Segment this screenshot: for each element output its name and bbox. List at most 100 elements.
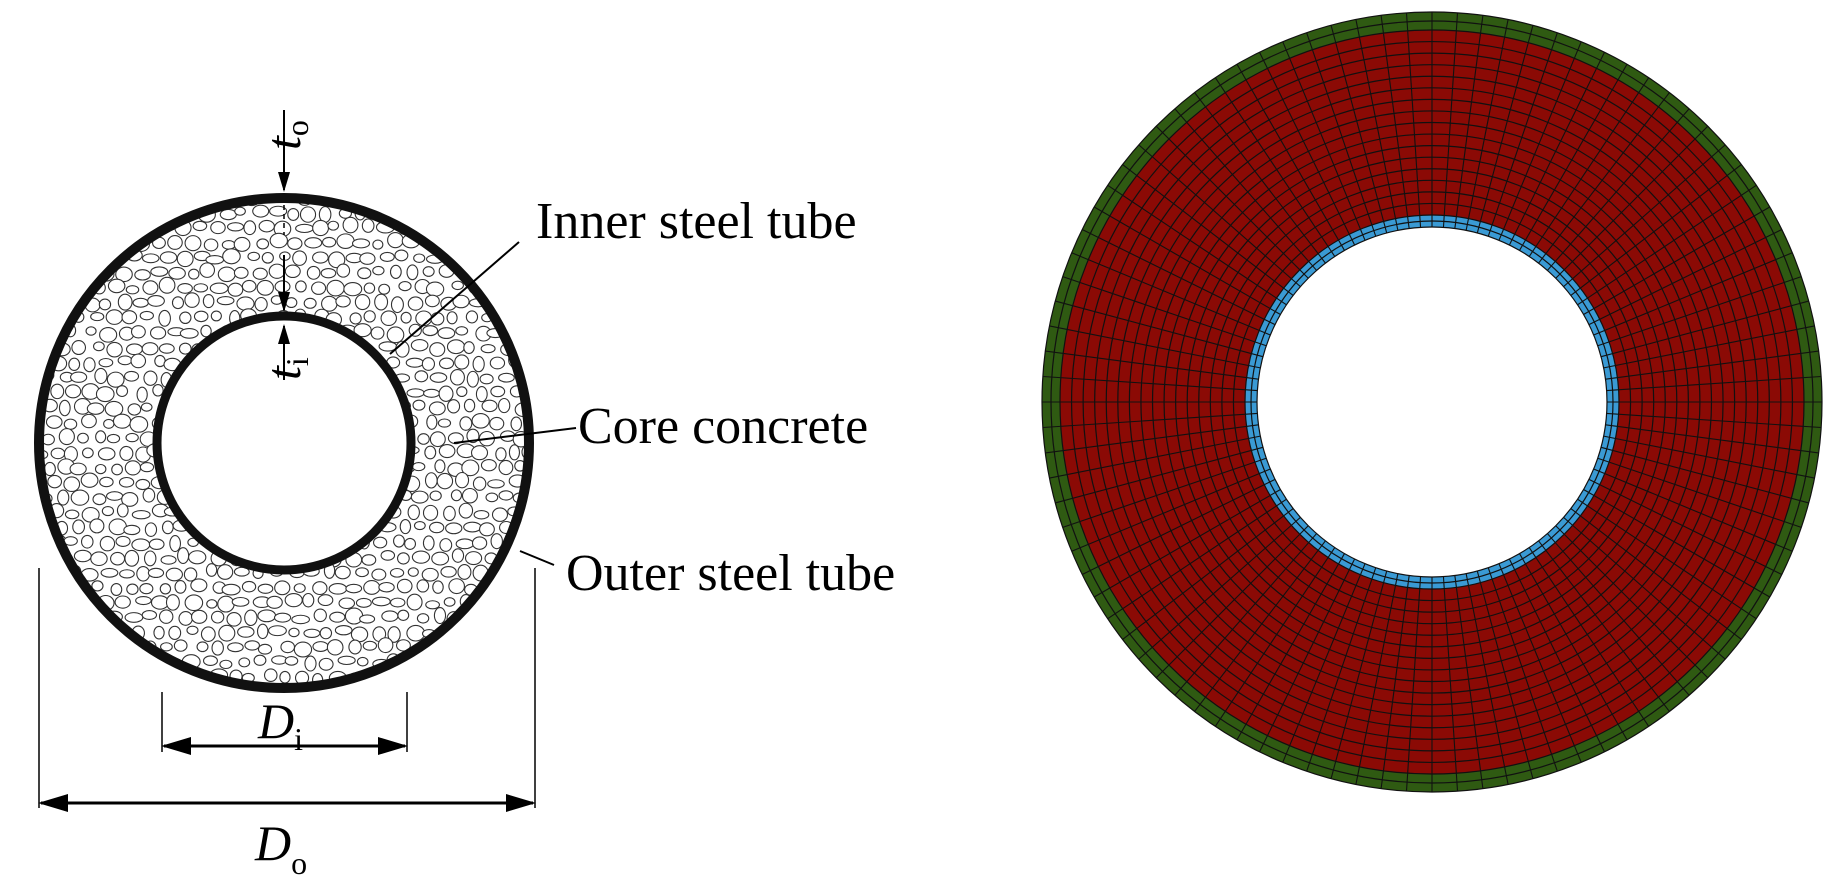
aggregate-particle	[101, 505, 115, 517]
aggregate-particle	[142, 487, 156, 503]
aggregate-particle	[463, 398, 476, 413]
aggregate-particle	[106, 433, 121, 444]
aggregate-particle	[158, 343, 175, 354]
aggregate-particle	[413, 253, 426, 263]
aggregate-particle	[241, 580, 257, 593]
aggregate-particle	[63, 418, 78, 430]
aggregate-particle	[196, 641, 209, 653]
aggregate-particle	[472, 476, 487, 491]
aggregate-particle	[158, 609, 174, 624]
aggregate-particle	[397, 609, 410, 621]
aggregate-particle	[355, 567, 369, 578]
radial-mesh-edge	[1062, 457, 1267, 528]
aggregate-particle	[147, 295, 165, 307]
aggregate-particle	[302, 592, 315, 608]
aggregate-particle	[106, 371, 125, 388]
aggregate-particle	[159, 583, 172, 595]
aggregate-particle	[257, 583, 274, 594]
aggregate-particle	[105, 309, 124, 325]
aggregate-particle	[328, 251, 346, 269]
radial-mesh-edge	[1055, 300, 1264, 358]
aggregate-particle	[471, 412, 490, 429]
radial-mesh-edge	[1454, 575, 1484, 789]
aggregate-particle	[410, 490, 429, 504]
aggregate-particle	[266, 595, 283, 609]
aggregate-particle	[508, 444, 521, 461]
aggregate-particle	[83, 357, 96, 373]
aggregate-particle	[167, 235, 183, 250]
aggregate-particle	[231, 596, 250, 607]
aggregate-particle	[86, 402, 105, 415]
core-concrete-label: Core concrete	[578, 398, 868, 455]
aggregate-particle	[221, 583, 241, 596]
aggregate-particle	[139, 310, 154, 321]
aggregate-particle	[380, 310, 398, 327]
aggregate-particle	[379, 251, 395, 262]
radial-mesh-edge	[1606, 375, 1822, 392]
aggregate-particle	[424, 445, 437, 460]
aggregate-particle	[306, 265, 321, 280]
aggregate-particle	[124, 612, 144, 623]
radial-mesh-edge	[1155, 525, 1309, 679]
aggregate-particle	[139, 582, 154, 595]
aggregate-particle	[350, 626, 369, 643]
aggregate-particle	[205, 563, 218, 577]
aggregate-particle	[284, 656, 299, 666]
aggregate-particle	[377, 637, 394, 654]
aggregate-particle	[203, 238, 219, 252]
aggregate-particle	[318, 657, 334, 671]
aggregate-particle	[372, 265, 385, 276]
aggregate-particle	[386, 326, 405, 344]
aggregate-particle	[371, 596, 391, 607]
aggregate-particle	[498, 372, 515, 383]
aggregate-particle	[268, 263, 286, 279]
aggregate-particle	[416, 613, 430, 624]
d-inner-symbol: Di	[257, 693, 303, 757]
aggregate-particle	[421, 357, 436, 371]
aggregate-particle	[233, 266, 249, 279]
aggregate-particle	[361, 218, 375, 233]
aggregate-particle	[80, 472, 99, 488]
d-outer-symbol: Do	[254, 815, 307, 881]
aggregate-particle	[123, 370, 140, 382]
aggregate-particle	[396, 578, 413, 594]
aggregate-particle	[179, 311, 192, 325]
aggregate-particle	[285, 297, 298, 309]
radial-mesh-edge	[1498, 563, 1582, 763]
aggregate-particle	[466, 428, 480, 444]
aggregate-particle	[91, 580, 104, 592]
aggregate-particle	[190, 609, 208, 624]
aggregate-particle	[284, 264, 301, 279]
radial-mesh-edge	[1563, 144, 1726, 288]
aggregate-particle	[396, 552, 410, 565]
aggregate-particle	[284, 592, 303, 608]
aggregate-particle	[98, 357, 114, 368]
aggregate-particle	[158, 276, 176, 294]
aggregate-particle	[147, 567, 165, 579]
outer-steel-tube-ring	[34, 193, 534, 693]
aggregate-particle	[216, 296, 235, 306]
aggregate-particle	[95, 386, 115, 403]
radial-mesh-edge	[1563, 516, 1726, 660]
outer-tube-leader	[519, 550, 555, 566]
radial-mesh-edge	[1603, 435, 1815, 479]
aggregate-particle	[150, 266, 169, 277]
aggregate-particle	[227, 282, 244, 297]
aggregate-particle	[480, 343, 496, 354]
radial-mesh-edge	[1062, 276, 1267, 347]
radial-mesh-edge	[1588, 478, 1783, 575]
aggregate-particle	[124, 460, 142, 476]
radial-mesh-edge	[1042, 412, 1258, 429]
aggregate-particle	[219, 659, 233, 670]
radial-mesh-edge	[1107, 498, 1287, 620]
aggregate-particle	[90, 551, 108, 567]
aggregate-particle	[132, 297, 149, 308]
radial-mesh-edge	[1519, 553, 1628, 741]
aggregate-particle	[295, 223, 314, 234]
aggregate-particle	[257, 643, 273, 655]
aggregate-particle	[256, 279, 274, 296]
aggregate-particle	[498, 459, 514, 476]
aggregate-particle	[510, 416, 523, 432]
aggregate-particle	[72, 519, 86, 535]
aggregate-particle	[327, 220, 340, 231]
